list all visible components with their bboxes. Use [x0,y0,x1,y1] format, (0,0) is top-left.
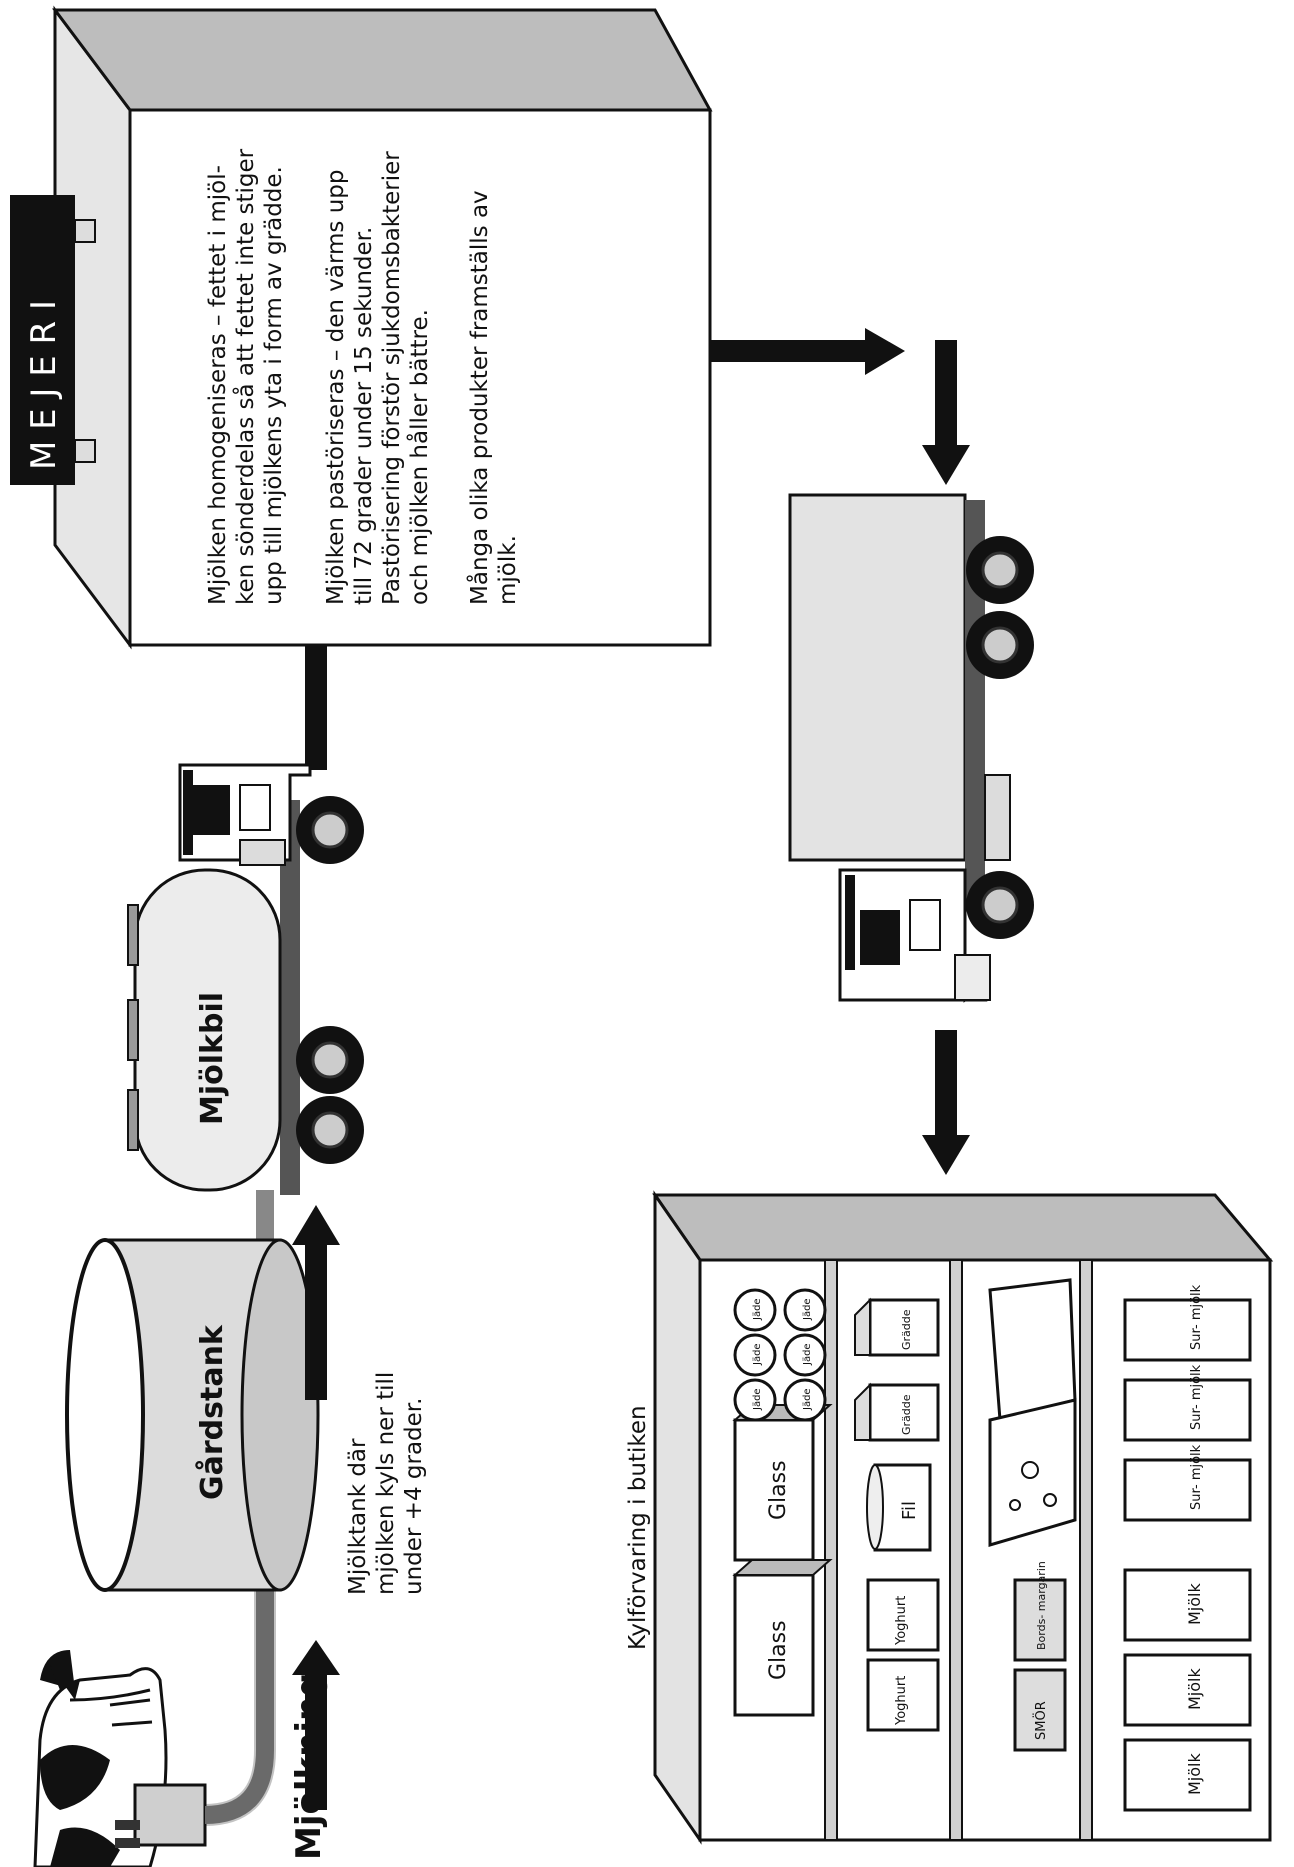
delivery-truck [790,495,1034,1000]
surmjolk-label-2: Sur- mjölk [1189,1364,1204,1430]
arrow-down-2 [922,1030,970,1175]
milk-label-1: Mjölk [1185,1583,1204,1625]
pasteurization-line-4: och mjölken håller bättre. [405,309,433,605]
yoghurt-label-2: Yoghurt [894,1676,909,1726]
cream-label-2: Grädde [900,1394,913,1435]
pasteurization-line-3: Pastörisering förstör sjukdomsbakterier [379,151,405,605]
products-line-2: mjölk. [495,535,521,605]
surmjolk-label-1: Sur- mjölk [1189,1284,1204,1350]
cheese [990,1280,1075,1545]
jade-label-2: Jäde [802,1298,813,1321]
homogenization-line-3: upp till mjölkens yta i form av grädde. [261,166,287,605]
cream-label-1: Grädde [900,1309,913,1350]
homogenization-line-2: ken sönderdelas så att fettet inte stige… [231,148,259,605]
milk-truck [128,765,364,1195]
milk-truck-label: Mjölkbil [195,992,230,1125]
fil-label: Fil [899,1501,920,1520]
surmjolk-label-3: Sur- mjölk [1189,1444,1204,1510]
jade-label-6: Jäde [802,1388,813,1411]
glass-label-1: Glass [766,1460,791,1520]
pasteurization-line-1: Mjölken pastöriseras – den värms upp [323,169,349,605]
jade-label-3: Jäde [752,1343,763,1366]
jade-label-5: Jäde [752,1388,763,1411]
butter-label: SMÖR [1032,1701,1049,1740]
margarine-label: Bords- margarin [1035,1561,1048,1650]
farm-tank-note-line-3: under +4 grader. [401,1398,427,1595]
glass-label-2: Glass [766,1620,791,1680]
jade-label-4: Jäde [802,1343,813,1366]
jade-label-1: Jäde [752,1298,763,1321]
pasteurization-line-2: till 72 grader under 15 sekunder. [351,227,377,605]
store-caption: Kylförvaring i butiken [625,1405,651,1650]
arrow-down-1 [922,340,970,485]
farm-tank-note-line-2: mjölken kyls ner till [373,1372,399,1595]
farm-tank-note: Mjölktank där mjölken kyls ner till unde… [345,1372,427,1595]
products-line-1: Många olika produkter framställs av [465,190,493,605]
yoghurt-label-1: Yoghurt [894,1596,909,1646]
farm-tank [67,1240,318,1590]
surmjolk-cartons [1125,1300,1250,1520]
homogenization-line-1: Mjölken homogeniseras – fettet i mjöl- [205,165,231,605]
farm-tank-note-line-1: Mjölktank där [345,1438,371,1595]
dairy-sign-text: M E J E R I [24,300,64,470]
arrow-right [710,328,905,375]
milk-label-3: Mjölk [1185,1753,1204,1795]
milk-label-2: Mjölk [1185,1668,1204,1710]
farm-tank-label: Gårdstank [194,1324,230,1500]
